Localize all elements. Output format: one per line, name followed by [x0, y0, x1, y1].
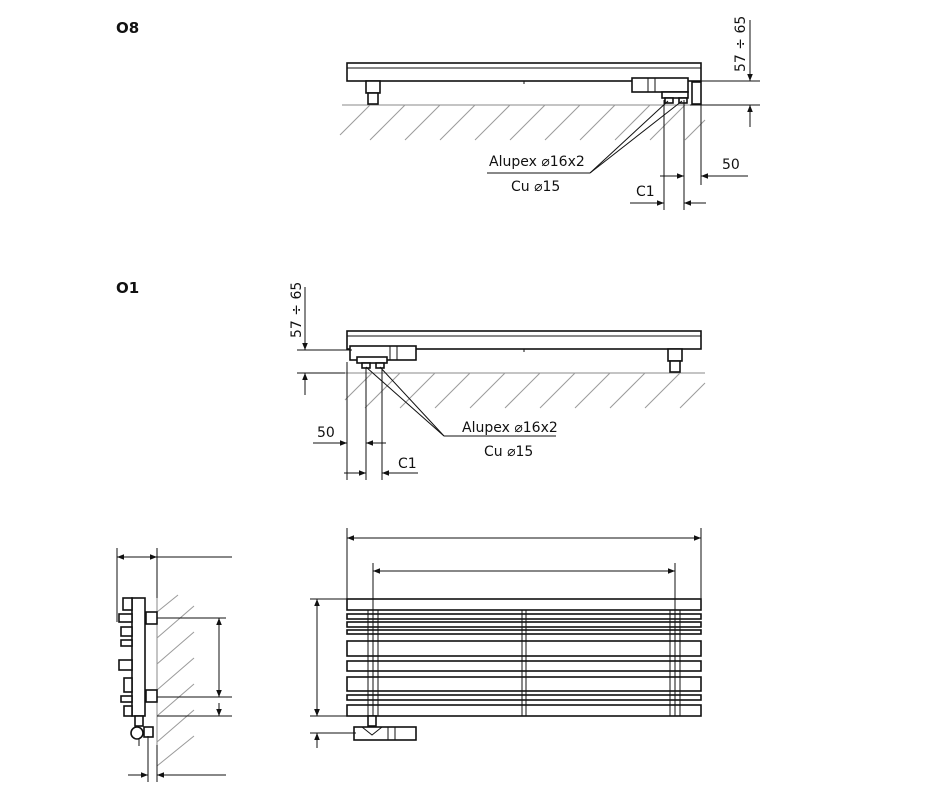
- side-bracket-top: [145, 611, 158, 625]
- o1-offset-dimensions: 50 C1: [313, 362, 418, 480]
- side-depth-dimension: [116, 548, 232, 622]
- front-collectors: [367, 610, 681, 716]
- o1-height-label: 57 ÷ 65: [289, 282, 305, 338]
- section-o1: O1: [116, 279, 706, 480]
- side-fins: [118, 597, 133, 717]
- o8-wall: [339, 104, 706, 141]
- front-view: [310, 528, 702, 748]
- o1-pipe-leaders: [365, 366, 556, 437]
- o8-offset-dimensions: 50 C1: [630, 100, 748, 210]
- o8-pipe-cu: Cu ⌀15: [511, 179, 560, 195]
- o8-pipe-alupex: Alupex ⌀16x2: [489, 154, 585, 170]
- o8-pipe-leaders: [487, 100, 683, 174]
- o1-wall: [342, 372, 706, 409]
- side-ef-dimensions: [157, 617, 232, 717]
- o1-pipe-cu: Cu ⌀15: [484, 444, 533, 460]
- front-d-dimension: [372, 563, 676, 610]
- front-valve: [353, 715, 417, 741]
- o8-c1-label: C1: [636, 184, 655, 200]
- side-wall-gap-dimension: [128, 736, 226, 782]
- side-valve: [130, 715, 154, 746]
- o8-height-dimension: 57 ÷ 65: [690, 16, 760, 127]
- o1-c1-label: C1: [398, 456, 417, 472]
- front-bars: [346, 598, 702, 717]
- side-view: [116, 548, 232, 782]
- section-o8-label: O8: [116, 19, 139, 37]
- o8-height-label: 57 ÷ 65: [733, 16, 749, 72]
- o1-pipe-alupex: Alupex ⌀16x2: [462, 420, 558, 436]
- front-48-dimension: [310, 705, 356, 748]
- side-bracket-bottom: [145, 689, 158, 703]
- o1-radiator-body: [346, 330, 702, 373]
- o8-radiator-body: [346, 62, 702, 105]
- section-o8: O8: [116, 16, 760, 210]
- o1-offset-label: 50: [317, 425, 335, 441]
- o1-height-dimension: 57 ÷ 65: [289, 282, 352, 395]
- o8-offset-label: 50: [722, 157, 740, 173]
- section-o1-label: O1: [116, 279, 139, 297]
- side-wall-hatch: [156, 594, 195, 767]
- front-b-dimension: [346, 528, 702, 599]
- front-a-dimension: [310, 598, 347, 717]
- side-radiator-body: [131, 597, 146, 717]
